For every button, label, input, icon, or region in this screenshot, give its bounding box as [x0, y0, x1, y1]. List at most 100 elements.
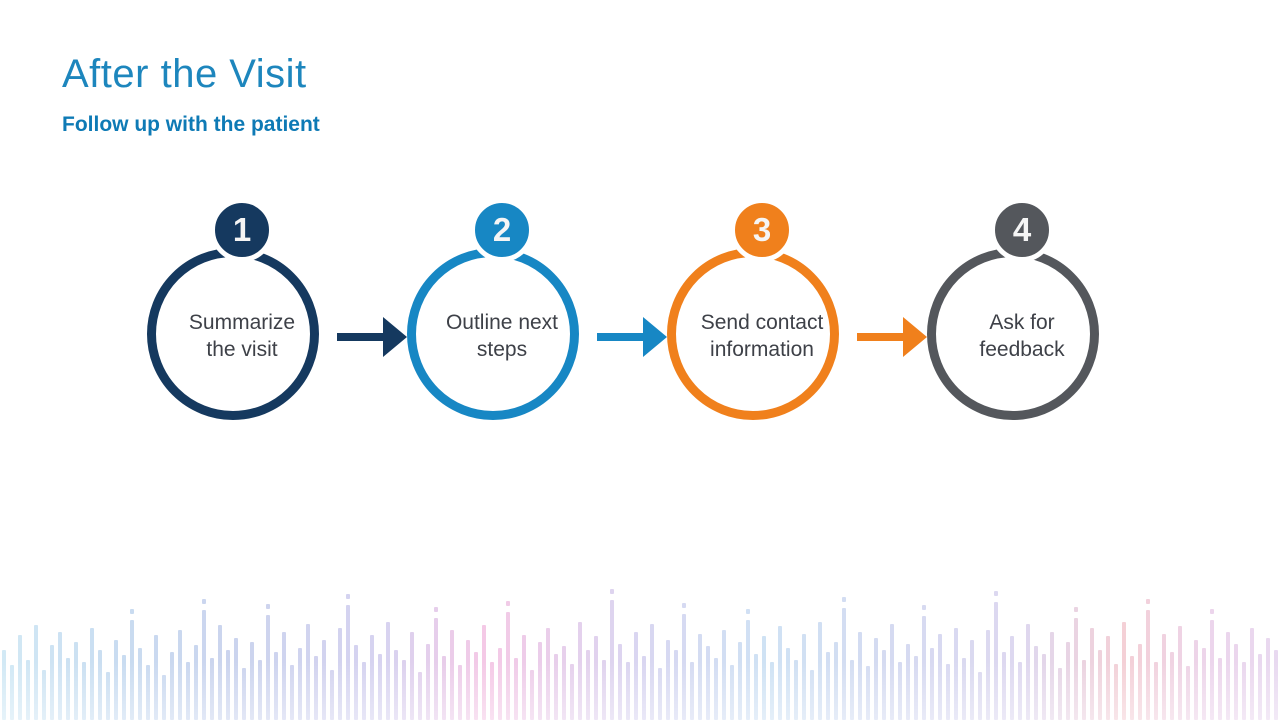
waveform-bar — [122, 655, 126, 720]
waveform-bar — [562, 646, 566, 720]
step-label: Outline next steps — [402, 309, 602, 363]
waveform-bar — [530, 670, 534, 720]
slide-subtitle: Follow up with the patient — [62, 113, 320, 136]
waveform-bar — [114, 640, 118, 720]
waveform-bar — [170, 652, 174, 720]
waveform-bar — [1146, 610, 1150, 720]
waveform-bar — [2, 650, 6, 720]
waveform-bar — [946, 664, 950, 720]
waveform-bar — [570, 664, 574, 720]
waveform-bar — [834, 642, 838, 720]
step-number-badge: 1 — [210, 198, 274, 262]
waveform-peak-dot — [434, 607, 438, 612]
waveform-bar — [66, 658, 70, 720]
step-label-line1: Outline next — [445, 311, 559, 334]
step-label-line1: Summarize — [188, 311, 296, 334]
waveform-bar — [650, 624, 654, 720]
waveform-bar — [690, 662, 694, 720]
waveform-bar — [1258, 654, 1262, 720]
waveform-bar — [362, 662, 366, 720]
waveform-bar — [634, 632, 638, 720]
waveform-bar — [1218, 658, 1222, 720]
waveform-bar — [370, 635, 374, 720]
waveform-bar — [1066, 642, 1070, 720]
step-label: Ask for feedback — [922, 309, 1122, 363]
arrow-head — [643, 317, 667, 357]
step-label-line1: Send contact — [700, 311, 824, 334]
arrow-shaft — [337, 333, 385, 341]
waveform-bar — [466, 640, 470, 720]
waveform-bar — [546, 628, 550, 720]
waveform-bar — [762, 636, 766, 720]
waveform-bar — [322, 640, 326, 720]
waveform-bar — [586, 650, 590, 720]
waveform-peak-dot — [682, 603, 686, 608]
waveform-peak-dot — [202, 599, 206, 604]
waveform-bar — [730, 665, 734, 720]
waveform-bar — [162, 675, 166, 720]
waveform-bar — [1074, 618, 1078, 720]
waveform-bar — [882, 650, 886, 720]
waveform-bar — [626, 662, 630, 720]
step-label-line1: Ask for — [989, 311, 1055, 334]
waveform-bar — [474, 652, 478, 720]
waveform-bar — [938, 634, 942, 720]
waveform-bar — [226, 650, 230, 720]
waveform-bar — [1106, 636, 1110, 720]
waveform-bar — [874, 638, 878, 720]
waveform-bar — [1170, 652, 1174, 720]
waveform-bar — [1242, 662, 1246, 720]
step-circle — [407, 248, 579, 420]
step-number-badge: 3 — [730, 198, 794, 262]
waveform-bar — [674, 650, 678, 720]
waveform-bar — [1266, 638, 1270, 720]
arrow-shaft — [597, 333, 645, 341]
waveform-bar — [1026, 624, 1030, 720]
waveform-bar — [522, 635, 526, 720]
waveform-bar — [194, 645, 198, 720]
waveform-bar — [658, 668, 662, 720]
waveform-bar — [394, 650, 398, 720]
waveform-bar — [258, 660, 262, 720]
waveform-bar — [210, 658, 214, 720]
waveform-peak-dot — [346, 594, 350, 599]
waveform-bar — [106, 672, 110, 720]
process-step-3: 3 Send contact information — [632, 198, 927, 451]
waveform-bar — [82, 662, 86, 720]
waveform-bar — [706, 646, 710, 720]
waveform-bar — [1098, 650, 1102, 720]
waveform-bar — [218, 625, 222, 720]
arrow-right-icon — [597, 317, 667, 357]
waveform-decoration — [0, 589, 1280, 720]
waveform-bar — [410, 632, 414, 720]
waveform-bar — [994, 602, 998, 720]
slide-title: After the Visit — [62, 52, 307, 96]
waveform-bar — [266, 615, 270, 720]
waveform-peak-dot — [1146, 599, 1150, 604]
waveform-bar — [386, 622, 390, 720]
waveform-bar — [298, 648, 302, 720]
waveform-bar — [314, 656, 318, 720]
waveform-bar — [714, 658, 718, 720]
waveform-bar — [778, 626, 782, 720]
waveform-bar — [1250, 628, 1254, 720]
waveform-bar — [1122, 622, 1126, 720]
arrow-right-icon — [857, 317, 927, 357]
waveform-bar — [1002, 652, 1006, 720]
waveform-bar — [498, 648, 502, 720]
waveform-bar — [794, 660, 798, 720]
waveform-bar — [538, 642, 542, 720]
waveform-bar — [1042, 654, 1046, 720]
waveform-bar — [282, 632, 286, 720]
waveform-bar — [234, 638, 238, 720]
process-diagram: 1 Summarize the visit 2 Outline next ste… — [112, 198, 1152, 451]
waveform-bar — [1202, 648, 1206, 720]
waveform-bar — [1274, 650, 1278, 720]
waveform-bar — [434, 618, 438, 720]
waveform-bar — [930, 648, 934, 720]
waveform-peak-dot — [266, 604, 270, 609]
waveform-bar — [514, 658, 518, 720]
waveform-bar — [1194, 640, 1198, 720]
step-number-badge: 4 — [990, 198, 1054, 262]
waveform-bar — [698, 634, 702, 720]
